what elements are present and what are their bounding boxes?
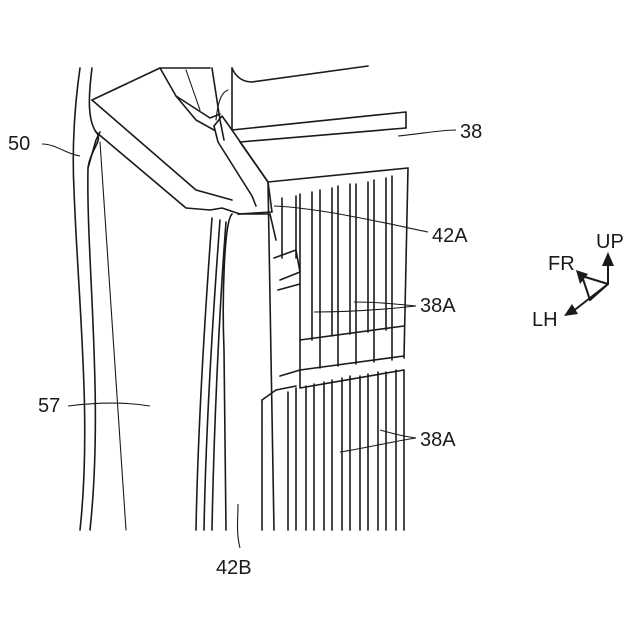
grille-38 [262, 168, 408, 530]
label-42B: 42B [216, 557, 252, 579]
direction-indicator: UP FR LH [532, 231, 624, 331]
up-arrow-icon [602, 252, 614, 266]
label-38: 38 [460, 121, 482, 143]
label-38A-lower: 38A [420, 429, 456, 451]
member-42B [196, 214, 276, 530]
label-up: UP [596, 231, 624, 253]
label-57: 57 [38, 395, 60, 417]
label-lh: LH [532, 309, 558, 331]
clip-42A [210, 116, 272, 214]
label-fr: FR [548, 253, 575, 275]
label-50: 50 [8, 133, 30, 155]
label-42A: 42A [432, 225, 468, 247]
label-38A-upper: 38A [420, 295, 456, 317]
panel-50 [73, 68, 126, 530]
top-structure [92, 66, 408, 210]
